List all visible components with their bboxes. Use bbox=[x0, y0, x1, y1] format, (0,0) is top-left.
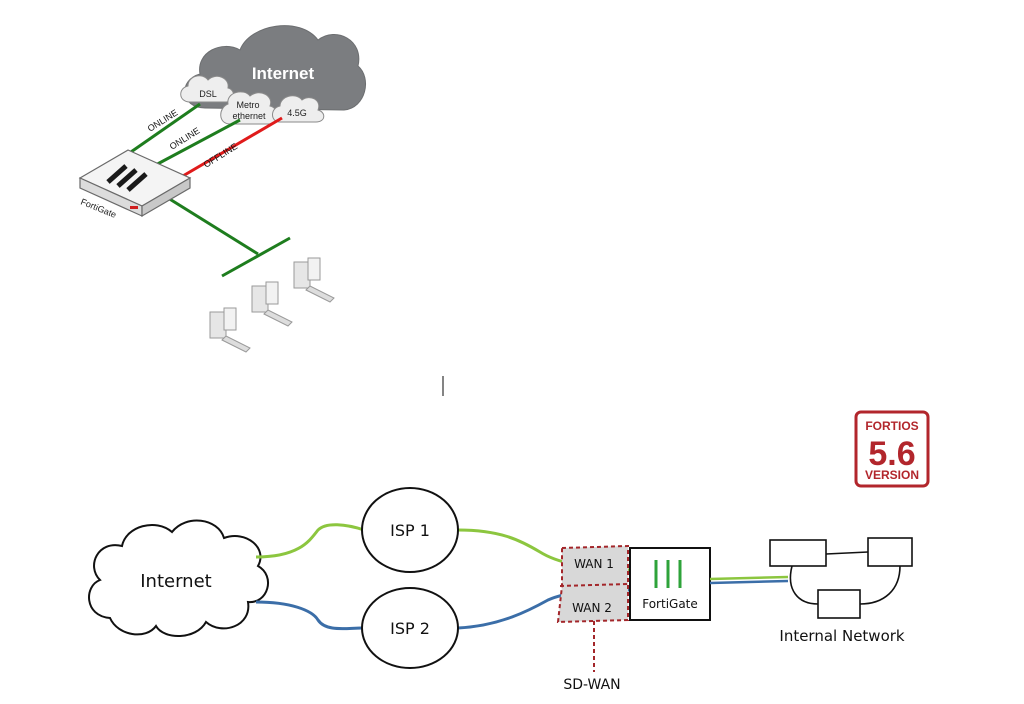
link-label-online-2: ONLINE bbox=[168, 125, 202, 151]
top-diagram: Internet DSL Metro ethernet 4.5G ONLINE … bbox=[78, 25, 366, 353]
isp1-node bbox=[361, 487, 459, 573]
wan2-label: WAN 2 bbox=[572, 601, 612, 615]
metro-label-line1: Metro bbox=[236, 100, 259, 110]
internet-label: Internet bbox=[140, 571, 211, 592]
internal-network-label: Internal Network bbox=[779, 627, 905, 645]
link-4-5g bbox=[175, 116, 283, 182]
internal-network bbox=[769, 537, 913, 619]
isp2-label: ISP 2 bbox=[390, 619, 430, 638]
internet-cloud-label: Internet bbox=[252, 64, 315, 83]
blue-link bbox=[255, 600, 363, 631]
bottom-diagram: Internet ISP 1 ISP 2 WAN 1 WAN 2 SD-WAN … bbox=[88, 487, 913, 693]
badge-line1: FORTIOS bbox=[865, 419, 918, 433]
fortios-badge: FORTIOS 5.6 VERSION bbox=[854, 410, 930, 488]
badge-line3: VERSION bbox=[865, 468, 919, 482]
pc-icon bbox=[251, 281, 293, 327]
4-5g-label: 4.5G bbox=[287, 108, 307, 118]
lan-link-blue bbox=[709, 579, 789, 585]
pc-icon bbox=[293, 257, 335, 303]
sd-wan-label: SD-WAN bbox=[563, 677, 620, 693]
sd-wan-divider bbox=[559, 583, 629, 587]
lan-bus bbox=[221, 236, 291, 278]
4-5g-cloud bbox=[272, 95, 325, 123]
link-dsl bbox=[127, 102, 201, 156]
link-label-offline: OFFLINE bbox=[202, 141, 240, 170]
fortigate-appliance bbox=[78, 149, 192, 218]
lan-uplink bbox=[167, 196, 259, 256]
link-metro bbox=[149, 118, 241, 170]
fortigate-box bbox=[629, 547, 711, 621]
isp2-node bbox=[361, 587, 459, 669]
internet-cloud bbox=[88, 519, 269, 638]
fortigate-label: FortiGate bbox=[642, 597, 698, 611]
isp1-label: ISP 1 bbox=[390, 521, 430, 540]
dsl-label: DSL bbox=[199, 89, 217, 99]
metro-label-line2: ethernet bbox=[232, 111, 266, 121]
pc-icon bbox=[209, 307, 251, 353]
badge-version-number: 5.6 bbox=[868, 435, 915, 473]
green-link bbox=[255, 523, 365, 559]
lan-link-green bbox=[709, 575, 789, 581]
wan1-label: WAN 1 bbox=[574, 557, 614, 571]
